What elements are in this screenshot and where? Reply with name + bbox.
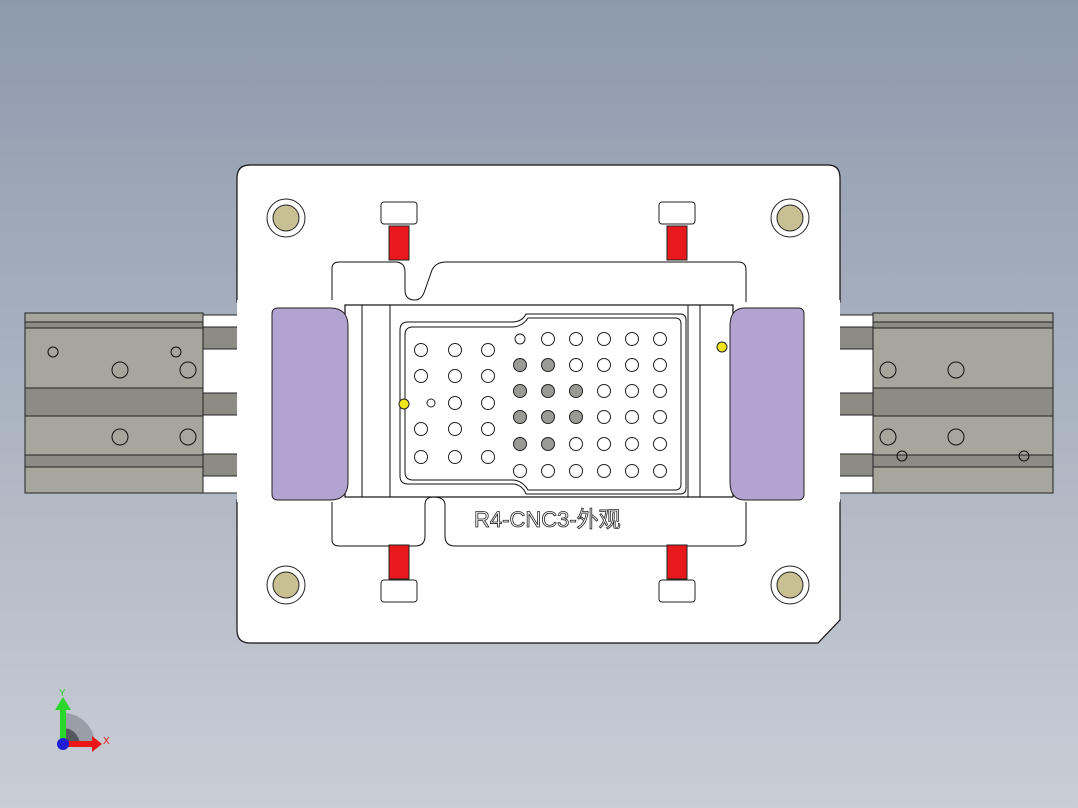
screws [266, 198, 810, 605]
hole [653, 410, 667, 424]
hole [481, 369, 495, 383]
screw-head [776, 571, 804, 599]
hole [569, 358, 583, 372]
hole [569, 437, 583, 451]
hole [653, 437, 667, 451]
hole [541, 464, 555, 478]
hole [653, 384, 667, 398]
hole [569, 332, 583, 346]
hole [653, 464, 667, 478]
hole-array [414, 332, 667, 478]
hole [513, 358, 527, 372]
hole [448, 369, 462, 383]
stop-insert [666, 544, 688, 580]
stop-insert [666, 225, 688, 261]
hole [597, 464, 611, 478]
axis-triad: Y X [55, 688, 110, 752]
hole [513, 410, 527, 424]
hole [541, 384, 555, 398]
stop-block [380, 579, 418, 603]
stop-insert [388, 225, 410, 261]
hole [414, 450, 428, 464]
hole [541, 410, 555, 424]
hole [569, 384, 583, 398]
hole [625, 384, 639, 398]
hole [541, 332, 555, 346]
hole [597, 358, 611, 372]
screw-head [272, 571, 300, 599]
hole [448, 450, 462, 464]
stop-block [658, 201, 696, 225]
hole [481, 450, 495, 464]
hole [541, 358, 555, 372]
clamp-pads [271, 307, 805, 501]
hole [513, 437, 527, 451]
hole [625, 464, 639, 478]
hole [597, 384, 611, 398]
hole [653, 358, 667, 372]
hole [481, 343, 495, 357]
hole [513, 464, 527, 478]
left-cylinder [24, 312, 274, 494]
screw-head [776, 204, 804, 232]
hole [513, 384, 527, 398]
stop-blocks [380, 201, 696, 603]
hole [541, 437, 555, 451]
hole [625, 332, 639, 346]
hole [481, 422, 495, 436]
hole [597, 410, 611, 424]
hole [426, 398, 436, 408]
hole [414, 343, 428, 357]
y-axis-label: Y [59, 688, 66, 699]
stop-block [658, 579, 696, 603]
hole [414, 422, 428, 436]
hole [414, 369, 428, 383]
hole [569, 464, 583, 478]
hole [481, 396, 495, 410]
hole [514, 333, 526, 345]
x-axis-label: X [103, 736, 110, 747]
stop-insert [388, 544, 410, 580]
screw-head [272, 204, 300, 232]
hole [625, 437, 639, 451]
hole [625, 410, 639, 424]
locating-pin-left [398, 398, 410, 410]
part-label: R4-CNC3-外观 [474, 507, 621, 532]
stop-block [380, 201, 418, 225]
hole [625, 358, 639, 372]
hole [597, 437, 611, 451]
hole [569, 410, 583, 424]
hole [448, 343, 462, 357]
hole [448, 422, 462, 436]
right-cylinder [803, 312, 1054, 494]
locating-pin-right [716, 341, 728, 353]
hole [448, 396, 462, 410]
hole [597, 332, 611, 346]
hole [653, 332, 667, 346]
